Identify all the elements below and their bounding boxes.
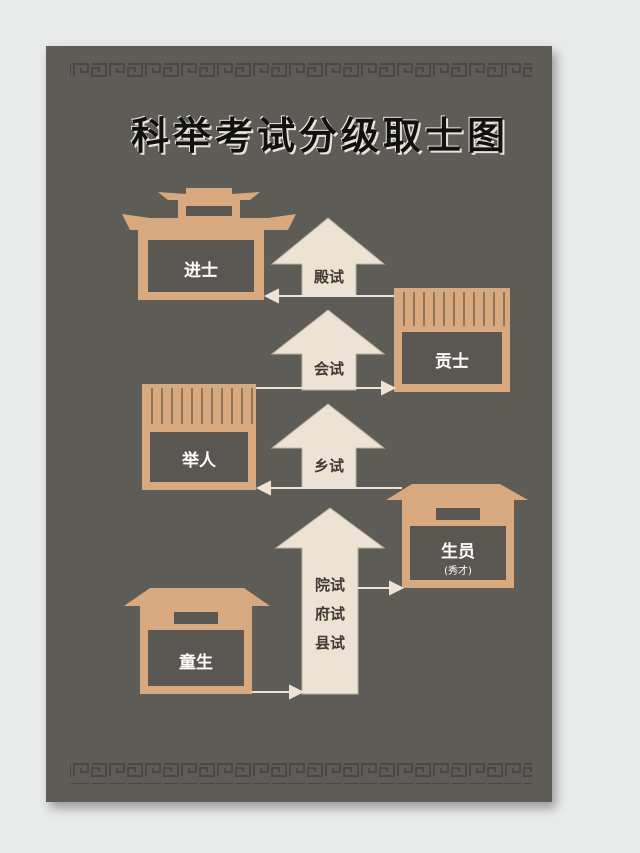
huishi-arrow — [270, 309, 386, 391]
rank-juren: 举人 — [182, 451, 216, 471]
bottom-fret-border — [70, 762, 532, 784]
poster-title: 科举考试分级取士图 — [130, 113, 509, 158]
rank-jinshi: 进士 — [184, 261, 218, 281]
tongsheng-building — [124, 588, 270, 694]
shengyuan-building — [386, 484, 528, 588]
exam-xianshi: 县试 — [314, 634, 345, 652]
top-fret-border — [70, 57, 532, 79]
exam-dianshi: 殿试 — [313, 268, 344, 286]
rank-shengyuan: 生员 — [441, 542, 475, 562]
rank-shengyuan-note: (秀才) — [444, 566, 472, 577]
exam-xiangshi: 乡试 — [313, 457, 344, 475]
juren-building — [142, 384, 256, 490]
poster-board — [46, 46, 552, 802]
exam-fushi: 府试 — [314, 605, 345, 623]
exam-yuanshi: 院试 — [314, 576, 345, 594]
gongshi-building — [394, 288, 510, 392]
rank-tongsheng: 童生 — [179, 653, 213, 673]
rank-gongshi: 贡士 — [435, 352, 469, 372]
jinshi-building — [122, 188, 296, 300]
exam-huishi: 会试 — [313, 360, 344, 378]
yuanfuxian-arrow — [274, 507, 386, 695]
